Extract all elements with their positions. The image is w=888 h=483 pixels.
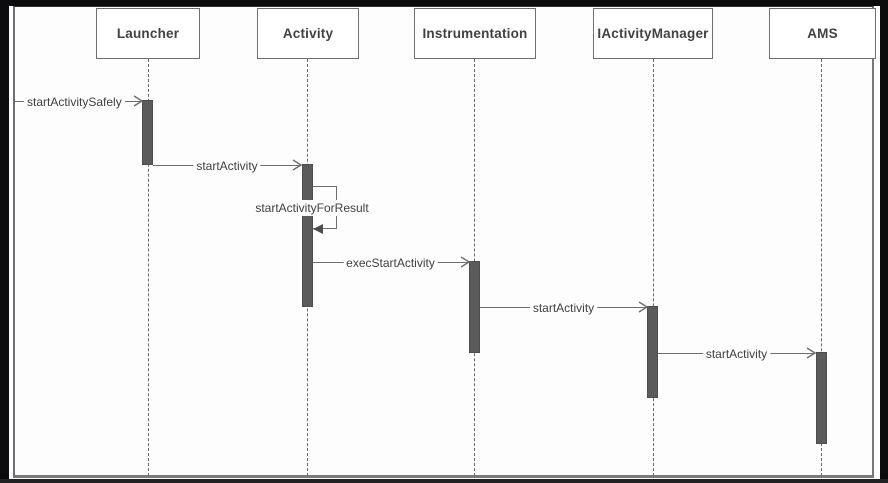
open-arrowhead-icon [638, 301, 648, 313]
open-arrowhead-icon [460, 256, 470, 268]
message-exec-start-activity: execStartActivity [312, 255, 470, 270]
lifeline-launcher [147, 59, 149, 476]
self-message-arrowhead-icon [313, 224, 323, 234]
message-start-activity-2: startActivity [480, 301, 648, 315]
message-label: startActivity [193, 158, 261, 173]
open-arrowhead-icon [806, 347, 816, 359]
open-arrowhead-icon [292, 159, 302, 171]
participant-iactivitymanager: IActivityManager [593, 8, 713, 59]
participant-ams: AMS [769, 8, 876, 59]
message-label: startActivitySafely [24, 95, 125, 109]
participant-label: Instrumentation [422, 26, 528, 41]
activation-ams [816, 352, 827, 444]
open-arrowhead-icon [133, 95, 143, 107]
lifeline-iactivitymanager [652, 59, 654, 476]
bottom-frame-band [0, 479, 888, 483]
activation-instrumentation [469, 261, 480, 353]
participant-label: AMS [807, 26, 838, 41]
activation-activity [301, 164, 313, 307]
participant-instrumentation: Instrumentation [414, 8, 536, 59]
message-label: execStartActivity [343, 255, 438, 270]
activation-iactivitymanager [647, 306, 658, 398]
message-start-activity-1: startActivity [153, 158, 302, 173]
message-start-activity-safely: startActivitySafely [14, 95, 143, 109]
participant-label: Activity [282, 26, 334, 41]
activation-launcher [142, 100, 153, 165]
participant-label: IActivityManager [597, 26, 709, 41]
message-label: startActivity [702, 347, 771, 361]
participant-label: Launcher [116, 26, 180, 41]
message-start-activity-3: startActivity [658, 347, 816, 361]
diagram-canvas [9, 6, 880, 479]
lifeline-ams [820, 59, 822, 476]
message-label: startActivityForResult [252, 200, 372, 216]
diagram-frame [13, 6, 874, 478]
participant-launcher: Launcher [96, 8, 200, 59]
participant-activity: Activity [257, 8, 359, 59]
message-label: startActivity [529, 301, 598, 315]
